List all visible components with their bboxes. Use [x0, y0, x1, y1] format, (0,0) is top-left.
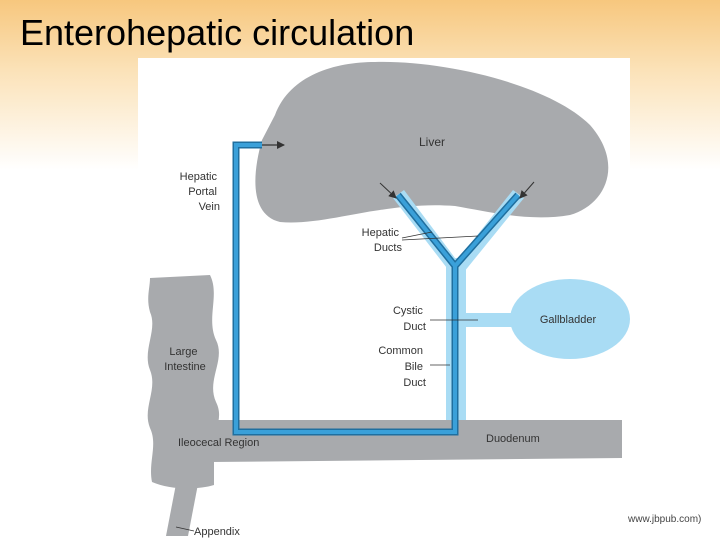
cystic-duct-label: Cystic Duct	[393, 305, 426, 333]
duodenum-label: Duodenum	[486, 433, 540, 445]
source-credit: www.jbpub.com)	[628, 514, 702, 525]
hepatic-ducts-label: Hepatic Ducts	[362, 227, 403, 254]
hepatic-ducts-leader-2	[401, 235, 479, 241]
gallbladder-shape	[510, 279, 630, 359]
ileocecal-region-label: Ileocecal Region	[178, 437, 259, 449]
cystic-duct-shape	[460, 313, 522, 327]
duodenum-shape	[210, 420, 622, 462]
hepatic-arrow-right	[519, 181, 535, 199]
appendix-leader	[175, 526, 195, 532]
common-bile-duct-label: Common Bile Duct	[378, 345, 426, 389]
enterohepatic-pathway	[234, 143, 520, 434]
gallbladder-label: Gallbladder	[540, 314, 597, 326]
appendix-shape	[166, 484, 198, 536]
large-intestine-shape	[147, 275, 220, 489]
slide-title: Enterohepatic circulation	[20, 12, 415, 53]
hepatic-ducts-leader-1	[401, 231, 433, 239]
hepatic-portal-vein-label: Hepatic Portal Vein	[180, 171, 220, 213]
liver-label: Liver	[419, 135, 445, 149]
hepatic-arrow-left	[379, 182, 397, 199]
liver-shape	[255, 61, 609, 223]
appendix-label: Appendix	[194, 526, 240, 538]
large-intestine-label: Large Intestine	[164, 346, 206, 373]
